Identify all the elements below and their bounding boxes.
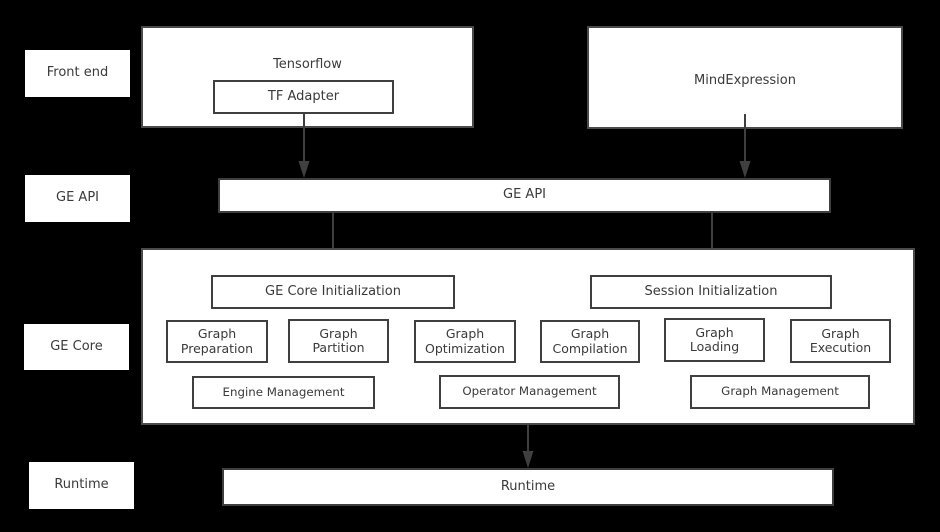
module-graph-optimization[interactable]: Graph Optimization — [414, 320, 516, 363]
manager-engine-management[interactable]: Engine Management — [192, 376, 375, 409]
session-initialization-label: Session Initialization — [644, 283, 778, 299]
layer-label-ge-core-text: GE Core — [50, 338, 103, 354]
runtime-bar[interactable]: Runtime — [222, 468, 834, 506]
layer-label-runtime: Runtime — [29, 462, 134, 509]
manager-graph-management-label: Graph Management — [721, 384, 839, 399]
tf-adapter-label: TF Adapter — [267, 88, 340, 104]
ge-api-bar-label: GE API — [503, 187, 546, 203]
arrow-tf-adapter-to-ge-api — [297, 113, 311, 179]
layer-label-ge-api: GE API — [25, 175, 130, 222]
module-graph-preparation[interactable]: Graph Preparation — [166, 320, 268, 363]
module-graph-compilation-label: Graph Compilation — [552, 326, 628, 356]
manager-operator-management-label: Operator Management — [462, 384, 597, 399]
module-graph-loading[interactable]: Graph Loading — [664, 318, 765, 362]
manager-engine-management-label: Engine Management — [222, 384, 345, 399]
layer-label-ge-core: GE Core — [24, 324, 129, 370]
ge-api-bar[interactable]: GE API — [218, 178, 831, 213]
arrow-mindexpression-to-ge-api — [738, 114, 752, 179]
manager-operator-management[interactable]: Operator Management — [439, 375, 620, 409]
mindexpression-label: MindExpression — [694, 73, 796, 88]
module-graph-execution[interactable]: Graph Execution — [790, 319, 891, 363]
module-graph-partition[interactable]: Graph Partition — [288, 319, 389, 363]
module-graph-execution-label: Graph Execution — [809, 325, 872, 355]
ge-core-initialization-box[interactable]: GE Core Initialization — [211, 275, 455, 309]
arrow-ge-core-to-runtime — [521, 425, 535, 469]
layer-label-ge-api-text: GE API — [56, 190, 99, 206]
module-graph-compilation[interactable]: Graph Compilation — [540, 320, 640, 363]
module-graph-loading-label: Graph Loading — [689, 324, 740, 354]
module-graph-partition-label: Graph Partition — [312, 325, 365, 355]
tensorflow-label: Tensorflow — [273, 57, 342, 72]
module-graph-preparation-label: Graph Preparation — [180, 326, 254, 356]
module-graph-optimization-label: Graph Optimization — [425, 326, 505, 356]
tf-adapter-box[interactable]: TF Adapter — [213, 80, 394, 114]
manager-graph-management[interactable]: Graph Management — [690, 375, 870, 409]
session-initialization-box[interactable]: Session Initialization — [590, 275, 832, 309]
ge-core-initialization-label: GE Core Initialization — [265, 283, 401, 299]
layer-label-runtime-text: Runtime — [54, 477, 109, 493]
layer-label-front-end-text: Front end — [46, 65, 109, 81]
layer-label-front-end: Front end — [25, 50, 130, 97]
runtime-bar-label: Runtime — [500, 478, 556, 494]
